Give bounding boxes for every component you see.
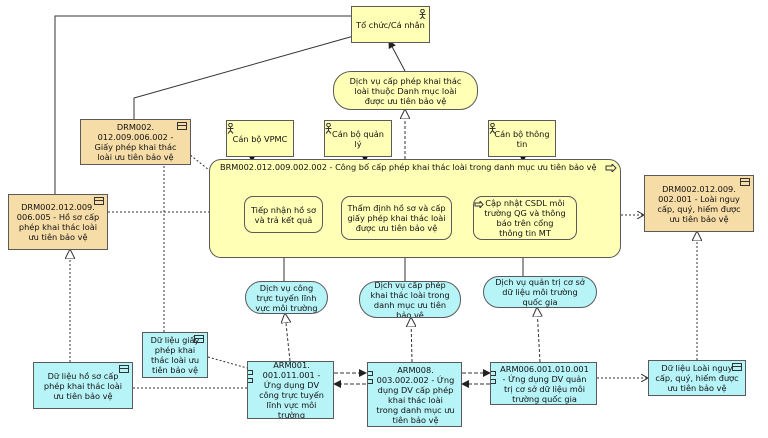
step-label: Thẩm định hồ sơ và cấp giấy phép khai th…: [347, 203, 446, 233]
actor-label: Tổ chức/Cá nhân: [356, 19, 425, 30]
component-icon: [248, 378, 253, 383]
actor-can-bo-vpmc[interactable]: Cán bộ VPMC: [226, 120, 294, 157]
actor-icon: [227, 123, 234, 134]
data-object-icon: [732, 363, 742, 371]
data-object-icon: [194, 335, 204, 343]
process-title: BRM002.012.009.002.002 - Công bố cấp phé…: [220, 162, 597, 172]
service-cap-phep-top[interactable]: Dịch vụ cấp phép khai thác loài thuộc Da…: [333, 71, 478, 110]
step-tiep-nhan[interactable]: Tiếp nhận hồ sơ và trả kết quả: [244, 196, 323, 233]
process-arrow-icon: [474, 201, 484, 208]
app-service-cap-phep[interactable]: Dịch vụ cấp phép khai thác loài trong da…: [359, 281, 461, 318]
step-cap-nhat[interactable]: Cập nhật CSDL môi trường QG và thông báo…: [473, 196, 577, 240]
data-object-giay-phep[interactable]: DRM002. 012.009.006.002 - Giấy phép khai…: [80, 119, 191, 165]
data-object-icon: [177, 122, 187, 130]
data-object-loai[interactable]: DRM002.012.009. 002.001 - Loài nguy cấp,…: [644, 175, 754, 232]
data-du-lieu-ho-so[interactable]: Dữ liệu hồ sơ cấp phép khai thác loài ưu…: [33, 362, 133, 409]
data-du-lieu-loai[interactable]: Dữ liệu Loài nguy cấp, quý, hiếm được ưu…: [648, 360, 746, 396]
actor-can-bo-thong-tin[interactable]: Cán bộ thông tin: [488, 120, 556, 157]
service-label: Dịch vụ cấp phép khai thác loài thuộc Da…: [349, 75, 462, 106]
process-arrow-icon: [605, 164, 617, 172]
step-label: Cập nhật CSDL môi trường QG và thông báo…: [484, 198, 566, 238]
app-component-arm001[interactable]: ARM001. 001.011.001 - Ứng dụng DV công t…: [247, 361, 334, 419]
data-object-icon: [740, 178, 750, 186]
app-component-arm006[interactable]: ARM006.001.010.001 - Ứng dụng DV quản tr…: [490, 362, 597, 405]
data-label: Dữ liệu Loài nguy cấp, quý, hiếm được ưu…: [655, 363, 739, 393]
app-component-label: ARM006.001.010.001 - Ứng dụng DV quản tr…: [500, 363, 589, 404]
component-icon: [368, 379, 373, 384]
app-component-arm008[interactable]: ARM008. 003.002.002 - Ứng dụng DV cấp ph…: [367, 362, 462, 427]
app-service-cong-truc-tuyen[interactable]: Dịch vụ công trực tuyến lĩnh vực môi trư…: [245, 281, 328, 314]
actor-label: Cán bộ thông tin: [494, 128, 550, 149]
component-icon: [248, 370, 253, 375]
app-service-quan-tri[interactable]: Dịch vụ quản trị cơ sở dữ liệu môi trườn…: [483, 276, 597, 308]
actor-label: Cán bộ VPMC: [232, 133, 288, 144]
step-label: Tiếp nhận hồ sơ và trả kết quả: [250, 204, 317, 225]
component-icon: [491, 371, 496, 376]
actor-to-chuc[interactable]: Tổ chức/Cá nhân: [351, 6, 430, 43]
app-service-label: Dịch vụ cấp phép khai thác loài trong da…: [370, 281, 450, 318]
actor-icon: [419, 9, 426, 19]
component-icon: [491, 379, 496, 384]
data-label: Dữ liệu hồ sơ cấp phép khai thác loài ưu…: [43, 370, 123, 401]
app-service-label: Dịch vụ quản trị cơ sở dữ liệu môi trườn…: [495, 277, 585, 307]
actor-can-bo-quan-ly[interactable]: Cán bộ quản lý: [324, 120, 392, 157]
data-object-label: DRM002. 012.009.006.002 - Giấy phép khai…: [94, 122, 177, 162]
app-component-label: ARM001. 001.011.001 - Ứng dụng DV công t…: [259, 361, 324, 419]
app-component-label: ARM008. 003.002.002 - Ứng dụng DV cấp ph…: [376, 364, 455, 425]
actor-icon: [489, 123, 496, 134]
data-object-label: DRM002.012.009. 006.005 - Hồ sơ cấp phép…: [16, 202, 100, 242]
app-service-label: Dịch vụ công trực tuyến lĩnh vực môi trư…: [255, 282, 318, 313]
data-label: Dữ liệu giấy phép khai thác loài ưu tiên…: [150, 335, 200, 375]
actor-label: Cán bộ quản lý: [332, 128, 384, 149]
data-du-lieu-giay-phep[interactable]: Dữ liệu giấy phép khai thác loài ưu tiên…: [142, 332, 208, 378]
component-icon: [368, 371, 373, 376]
step-tham-dinh[interactable]: Thẩm định hồ sơ và cấp giấy phép khai th…: [341, 196, 452, 240]
actor-icon: [325, 123, 332, 134]
data-object-icon: [119, 365, 129, 373]
data-object-icon: [94, 197, 104, 205]
data-object-ho-so[interactable]: DRM002.012.009. 006.005 - Hồ sơ cấp phép…: [8, 194, 108, 250]
data-object-label: DRM002.012.009. 002.001 - Loài nguy cấp,…: [657, 183, 741, 224]
